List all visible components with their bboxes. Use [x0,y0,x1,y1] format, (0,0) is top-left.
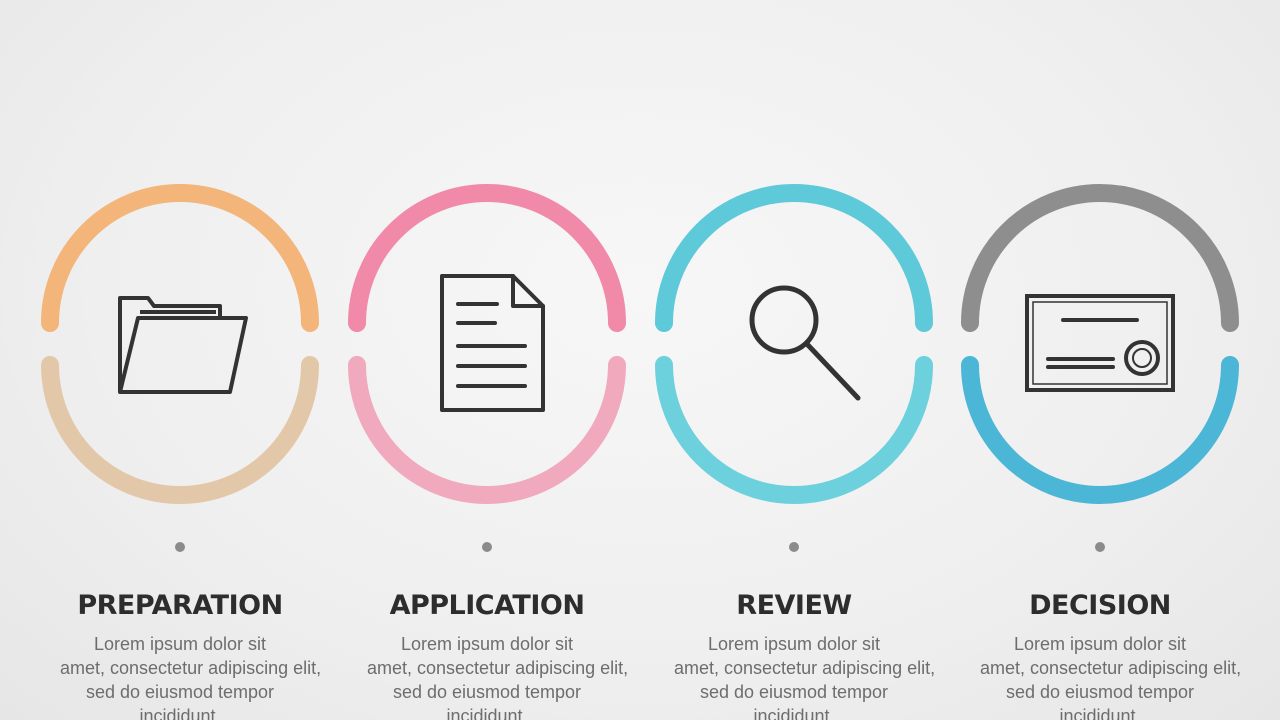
ring-top-arc [961,184,1239,332]
timeline-dot [789,542,799,552]
ring-top-arc [41,184,319,332]
document-icon [440,274,545,412]
step-description: Lorem ipsum dolor sit amet, consectetur … [674,634,936,720]
ring-bottom-arc [41,356,319,504]
timeline-dot [175,542,185,552]
step-ring [961,184,1239,504]
step-title: PREPARATION [77,590,283,621]
step-description: Lorem ipsum dolor sit amet, consectetur … [980,634,1242,720]
folder-icon [118,296,248,394]
step-application: APPLICATION Lorem ipsum dolor sit amet, … [334,0,640,720]
step-ring [655,184,933,504]
ring-bottom-arc [348,356,626,504]
step-title: REVIEW [736,590,852,621]
step-decision: DECISION Lorem ipsum dolor sit amet, con… [947,0,1253,720]
ring-bottom-arc [655,356,933,504]
step-preparation: PREPARATION Lorem ipsum dolor sit amet, … [27,0,333,720]
step-ring [41,184,319,504]
timeline-dot [482,542,492,552]
step-description: Lorem ipsum dolor sit amet, consectetur … [60,634,322,720]
step-description: Lorem ipsum dolor sit amet, consectetur … [367,634,629,720]
step-title: APPLICATION [389,590,585,621]
magnifier-icon [749,285,861,401]
step-review: REVIEW Lorem ipsum dolor sit amet, conse… [641,0,947,720]
ring-top-arc [655,184,933,332]
ring-top-arc [348,184,626,332]
timeline-dot [1095,542,1105,552]
step-title: DECISION [1029,590,1171,621]
ring-bottom-arc [961,356,1239,504]
step-ring [348,184,626,504]
certificate-icon [1025,294,1175,392]
